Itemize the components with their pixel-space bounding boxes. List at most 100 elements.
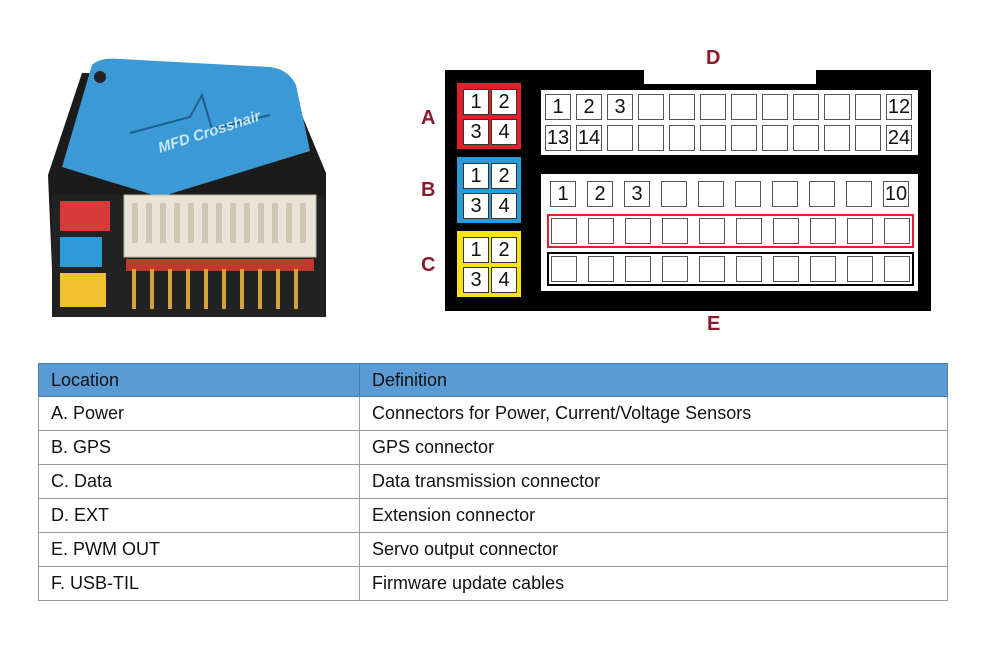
gps-plug [60, 237, 102, 267]
pwm-power-pin [773, 218, 799, 244]
pwm-pin-3: 3 [624, 181, 650, 207]
location-cell: E. PWM OUT [38, 532, 360, 567]
ext-pin-2: 2 [576, 94, 602, 120]
ext-pin [793, 125, 819, 151]
ext-pin [638, 94, 664, 120]
ext-pin [638, 125, 664, 151]
pwm-ground-pin [588, 256, 614, 282]
table-header-row: Location Definition [38, 363, 948, 397]
table-row: E. PWM OUT Servo output connector [38, 532, 948, 567]
table-row: B. GPS GPS connector [38, 430, 948, 465]
data-pin-4: 4 [491, 267, 517, 293]
label-e: E [707, 313, 721, 335]
definition-cell: Connectors for Power, Current/Voltage Se… [359, 396, 948, 431]
pwm-ground-pin [699, 256, 725, 282]
pwm-pin [735, 181, 761, 207]
pwm-pin [698, 181, 724, 207]
gps-pin-3: 3 [463, 193, 489, 219]
ext-pin [855, 125, 881, 151]
pwm-ground-pin [847, 256, 873, 282]
data-pin-2: 2 [491, 237, 517, 263]
device-photo: MFD Crosshair [48, 58, 326, 317]
pwm-power-row [547, 214, 914, 248]
gps-pin-4: 4 [491, 193, 517, 219]
ext-pin [855, 94, 881, 120]
location-cell: D. EXT [38, 498, 360, 533]
definition-cell: Firmware update cables [359, 566, 948, 601]
power-connector: 1 2 3 4 [457, 83, 521, 149]
gps-pin-2: 2 [491, 163, 517, 189]
ext-board: 1 2 3 12 13 14 24 [541, 90, 918, 155]
ext-pin [669, 94, 695, 120]
ext-pin-13: 13 [545, 125, 571, 151]
label-d: D [706, 47, 721, 69]
definition-cell: Extension connector [359, 498, 948, 533]
ext-header-slots [132, 203, 306, 243]
pwm-power-pin [662, 218, 688, 244]
ext-pin-12: 12 [886, 94, 912, 120]
diagram-notch [644, 70, 816, 84]
data-pin-3: 3 [463, 267, 489, 293]
gps-pin-1: 1 [463, 163, 489, 189]
power-plug [60, 201, 110, 231]
pwm-ground-row [547, 252, 914, 286]
location-cell: B. GPS [38, 430, 360, 465]
pwm-power-pin [551, 218, 577, 244]
location-cell: A. Power [38, 396, 360, 431]
ext-pin [824, 125, 850, 151]
data-pin-1: 1 [463, 237, 489, 263]
definition-cell: GPS connector [359, 430, 948, 465]
pwm-ground-pin [625, 256, 651, 282]
pwm-ground-pin [736, 256, 762, 282]
gps-connector: 1 2 3 4 [457, 157, 521, 223]
ext-pin-1: 1 [545, 94, 571, 120]
pwm-ground-pin [662, 256, 688, 282]
pwm-ground-pin [773, 256, 799, 282]
ext-pin [824, 94, 850, 120]
definition-cell: Servo output connector [359, 532, 948, 567]
ext-pin [669, 125, 695, 151]
pwm-pin [809, 181, 835, 207]
ext-pin [700, 125, 726, 151]
pwm-power-pin [810, 218, 836, 244]
header-location: Location [38, 363, 360, 397]
power-pin-2: 2 [491, 89, 517, 115]
device-top-logo-line [129, 92, 271, 134]
pwm-pin-10: 10 [883, 181, 909, 207]
label-a: A [421, 107, 436, 129]
pwm-pin-1: 1 [550, 181, 576, 207]
pwm-pin [772, 181, 798, 207]
label-b: B [421, 179, 436, 201]
ext-pin [762, 125, 788, 151]
power-pin-1: 1 [463, 89, 489, 115]
pwm-power-pin [588, 218, 614, 244]
ext-pin [731, 125, 757, 151]
pwm-power-pin [736, 218, 762, 244]
pwm-power-pin [884, 218, 910, 244]
definition-table: Location Definition A. Power Connectors … [38, 363, 948, 601]
ext-pin [607, 125, 633, 151]
pwm-pin [846, 181, 872, 207]
pwm-ground-pin [810, 256, 836, 282]
pwm-ground-pin [551, 256, 577, 282]
table-row: F. USB-TIL Firmware update cables [38, 566, 948, 601]
pwm-power-pin [625, 218, 651, 244]
pwm-ground-pin [884, 256, 910, 282]
location-cell: C. Data [38, 464, 360, 499]
data-connector: 1 2 3 4 [457, 231, 521, 297]
ext-pin [793, 94, 819, 120]
table-row: A. Power Connectors for Power, Current/V… [38, 396, 948, 431]
ext-pin [731, 94, 757, 120]
header-definition: Definition [359, 363, 948, 397]
power-pin-3: 3 [463, 119, 489, 145]
ext-pin-3: 3 [607, 94, 633, 120]
power-pin-4: 4 [491, 119, 517, 145]
ext-pin-14: 14 [576, 125, 602, 151]
pwm-pins [126, 259, 314, 309]
status-led [94, 71, 106, 83]
definition-cell: Data transmission connector [359, 464, 948, 499]
data-plug [60, 273, 106, 307]
label-c: C [421, 254, 436, 276]
ext-pin-24: 24 [886, 125, 912, 151]
ext-pin [762, 94, 788, 120]
